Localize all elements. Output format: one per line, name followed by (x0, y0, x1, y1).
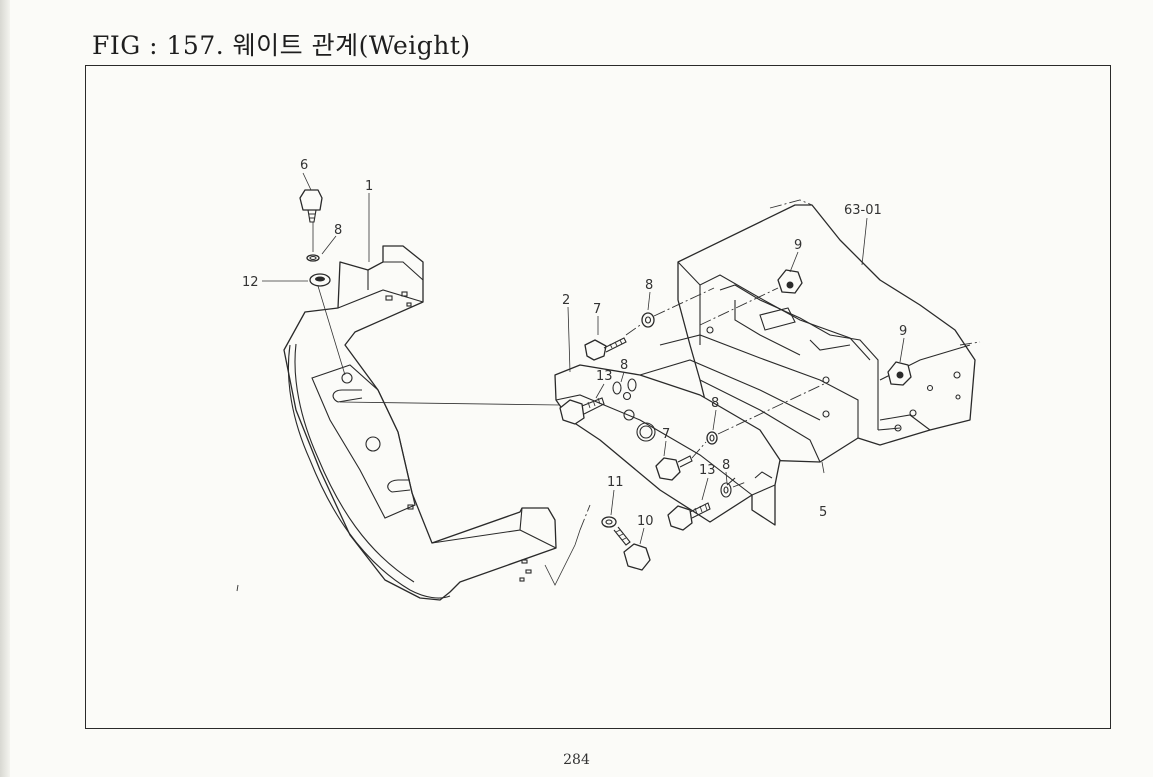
base-block (639, 199, 981, 463)
washer-8-lower (720, 482, 732, 498)
page-edge-shadow (0, 0, 10, 777)
callout-washer-8-top: 8 (334, 223, 342, 238)
callout-washer-8-mid: 8 (620, 358, 628, 373)
callout-bolt-6: 6 (300, 158, 308, 173)
spacer-12 (309, 273, 331, 287)
callout-screw-7-upper: 7 (593, 302, 601, 317)
screw-7-upper (584, 337, 627, 361)
washer-8-mid (612, 378, 637, 395)
figure-title: FIG : 157. 웨이트 관계(Weight) (92, 31, 471, 60)
nut-9-right (887, 361, 912, 386)
bolt-6 (299, 189, 323, 223)
washer-8-right (706, 431, 718, 445)
callout-washer-8-lower: 8 (722, 458, 730, 473)
callout-spacer-12: 12 (242, 275, 259, 290)
callout-washer-8-upper: 8 (645, 278, 653, 293)
callout-bolt-13-lower: 13 (699, 463, 716, 478)
callout-plate-2: 2 (562, 293, 570, 308)
callout-nut-9-right: 9 (899, 324, 907, 339)
mounting-plate (554, 364, 781, 526)
page-number: 284 (563, 752, 590, 768)
callout-washer-8-right: 8 (711, 396, 719, 411)
weight-bracket (283, 245, 557, 601)
callout-washer-11: 11 (607, 475, 624, 490)
washer-8-top (306, 254, 320, 262)
callout-bolt-10: 10 (637, 514, 654, 529)
callout-ref-63-01: 63-01 (844, 203, 882, 218)
washer-8-upper (641, 312, 655, 328)
bolt-13-lower (667, 502, 711, 531)
callout-bolt-13-plate: 13 (596, 369, 613, 384)
callout-nut-9-upper: 9 (794, 238, 802, 253)
bolt-13-plate (559, 397, 605, 425)
callout-weight-1: 1 (365, 179, 373, 194)
callout-base-5: 5 (819, 505, 827, 520)
callout-screw-7-lower: 7 (662, 427, 670, 442)
washer-11 (601, 516, 617, 528)
bolt-10 (613, 526, 651, 571)
nut-9-upper (777, 269, 803, 294)
diagram-frame (85, 65, 1111, 729)
screw-7-lower (655, 455, 693, 481)
